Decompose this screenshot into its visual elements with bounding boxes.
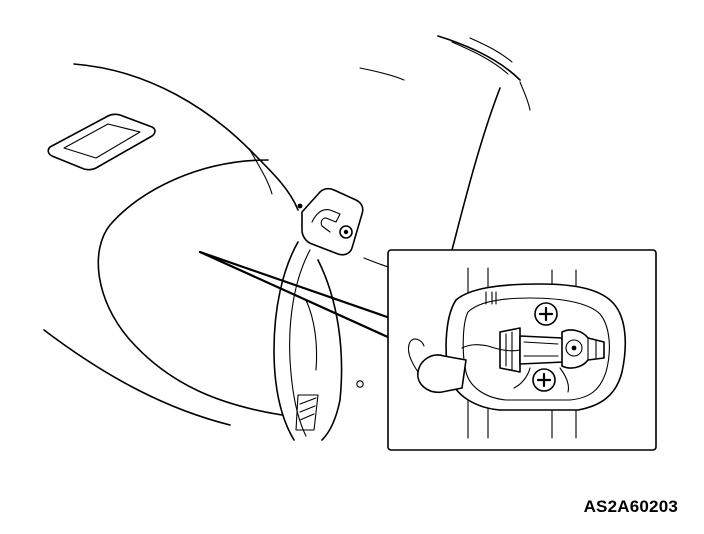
inset-detail <box>387 249 657 451</box>
body-panel <box>43 63 299 426</box>
pillar-lines <box>359 35 531 251</box>
raised-lens <box>47 113 156 171</box>
door-trim <box>273 241 393 441</box>
figure-code: AS2A60203 <box>583 497 678 516</box>
lamp-socket-bracket <box>297 187 364 256</box>
callout-leader <box>198 250 392 340</box>
